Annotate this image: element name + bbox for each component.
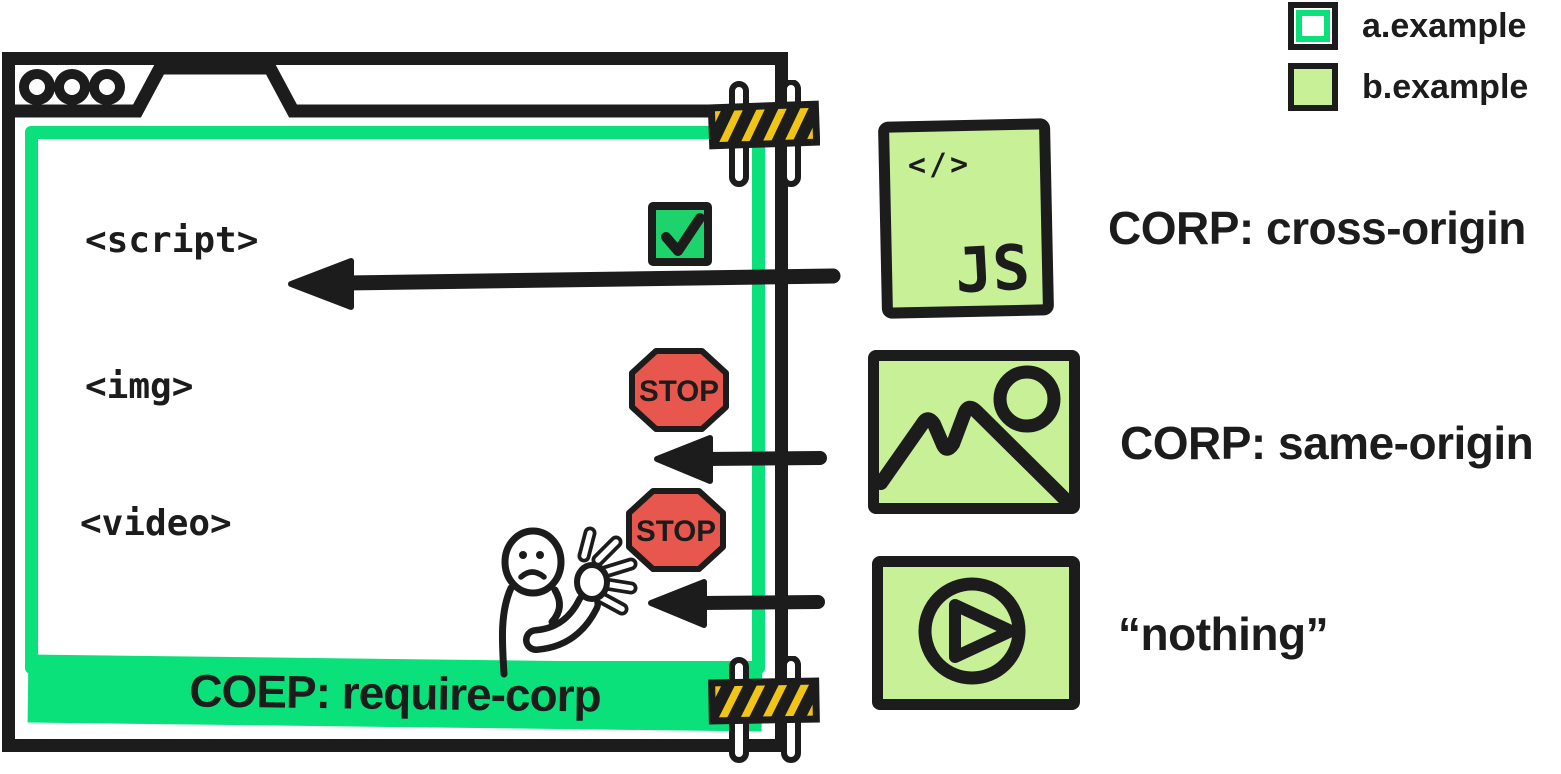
script-tag-label: <script> xyxy=(85,220,259,261)
arrow-left-icon xyxy=(654,435,827,484)
img-tag-label: <img> xyxy=(85,366,194,407)
barrier-icon xyxy=(708,656,820,763)
stop-sign-icon: STOP xyxy=(626,488,726,572)
legend-item-b-example: b.example xyxy=(1288,63,1528,111)
image-icon xyxy=(868,350,1080,514)
check-icon xyxy=(648,202,712,266)
person-blocking-icon xyxy=(498,526,638,678)
barrier-icon xyxy=(708,80,820,187)
code-glyph: </> xyxy=(907,146,972,184)
browser-titlebar-icon xyxy=(15,65,775,118)
legend-label-a: a.example xyxy=(1362,6,1527,45)
legend: a.example b.example xyxy=(1288,2,1528,124)
video-tag-label: <video> xyxy=(80,503,232,544)
nothing-label: “nothing” xyxy=(1118,608,1329,660)
stop-sign-icon: STOP xyxy=(629,348,729,432)
arrow-left-icon xyxy=(288,258,841,310)
corp-cross-origin-label: CORP: cross-origin xyxy=(1108,202,1526,254)
js-file-icon: </> JS xyxy=(877,118,1055,319)
js-glyph: JS xyxy=(953,230,1033,308)
arrow-left-icon xyxy=(648,579,825,628)
video-play-icon xyxy=(872,556,1080,710)
legend-item-a-example: a.example xyxy=(1288,2,1528,50)
browser-window xyxy=(2,52,788,752)
a-example-swatch-icon xyxy=(1288,2,1338,50)
legend-label-b: b.example xyxy=(1362,67,1529,106)
b-example-swatch-icon xyxy=(1288,63,1338,111)
stop-sign-label: STOP xyxy=(639,375,719,408)
stop-sign-label: STOP xyxy=(636,515,716,548)
corp-same-origin-label: CORP: same-origin xyxy=(1120,417,1534,469)
